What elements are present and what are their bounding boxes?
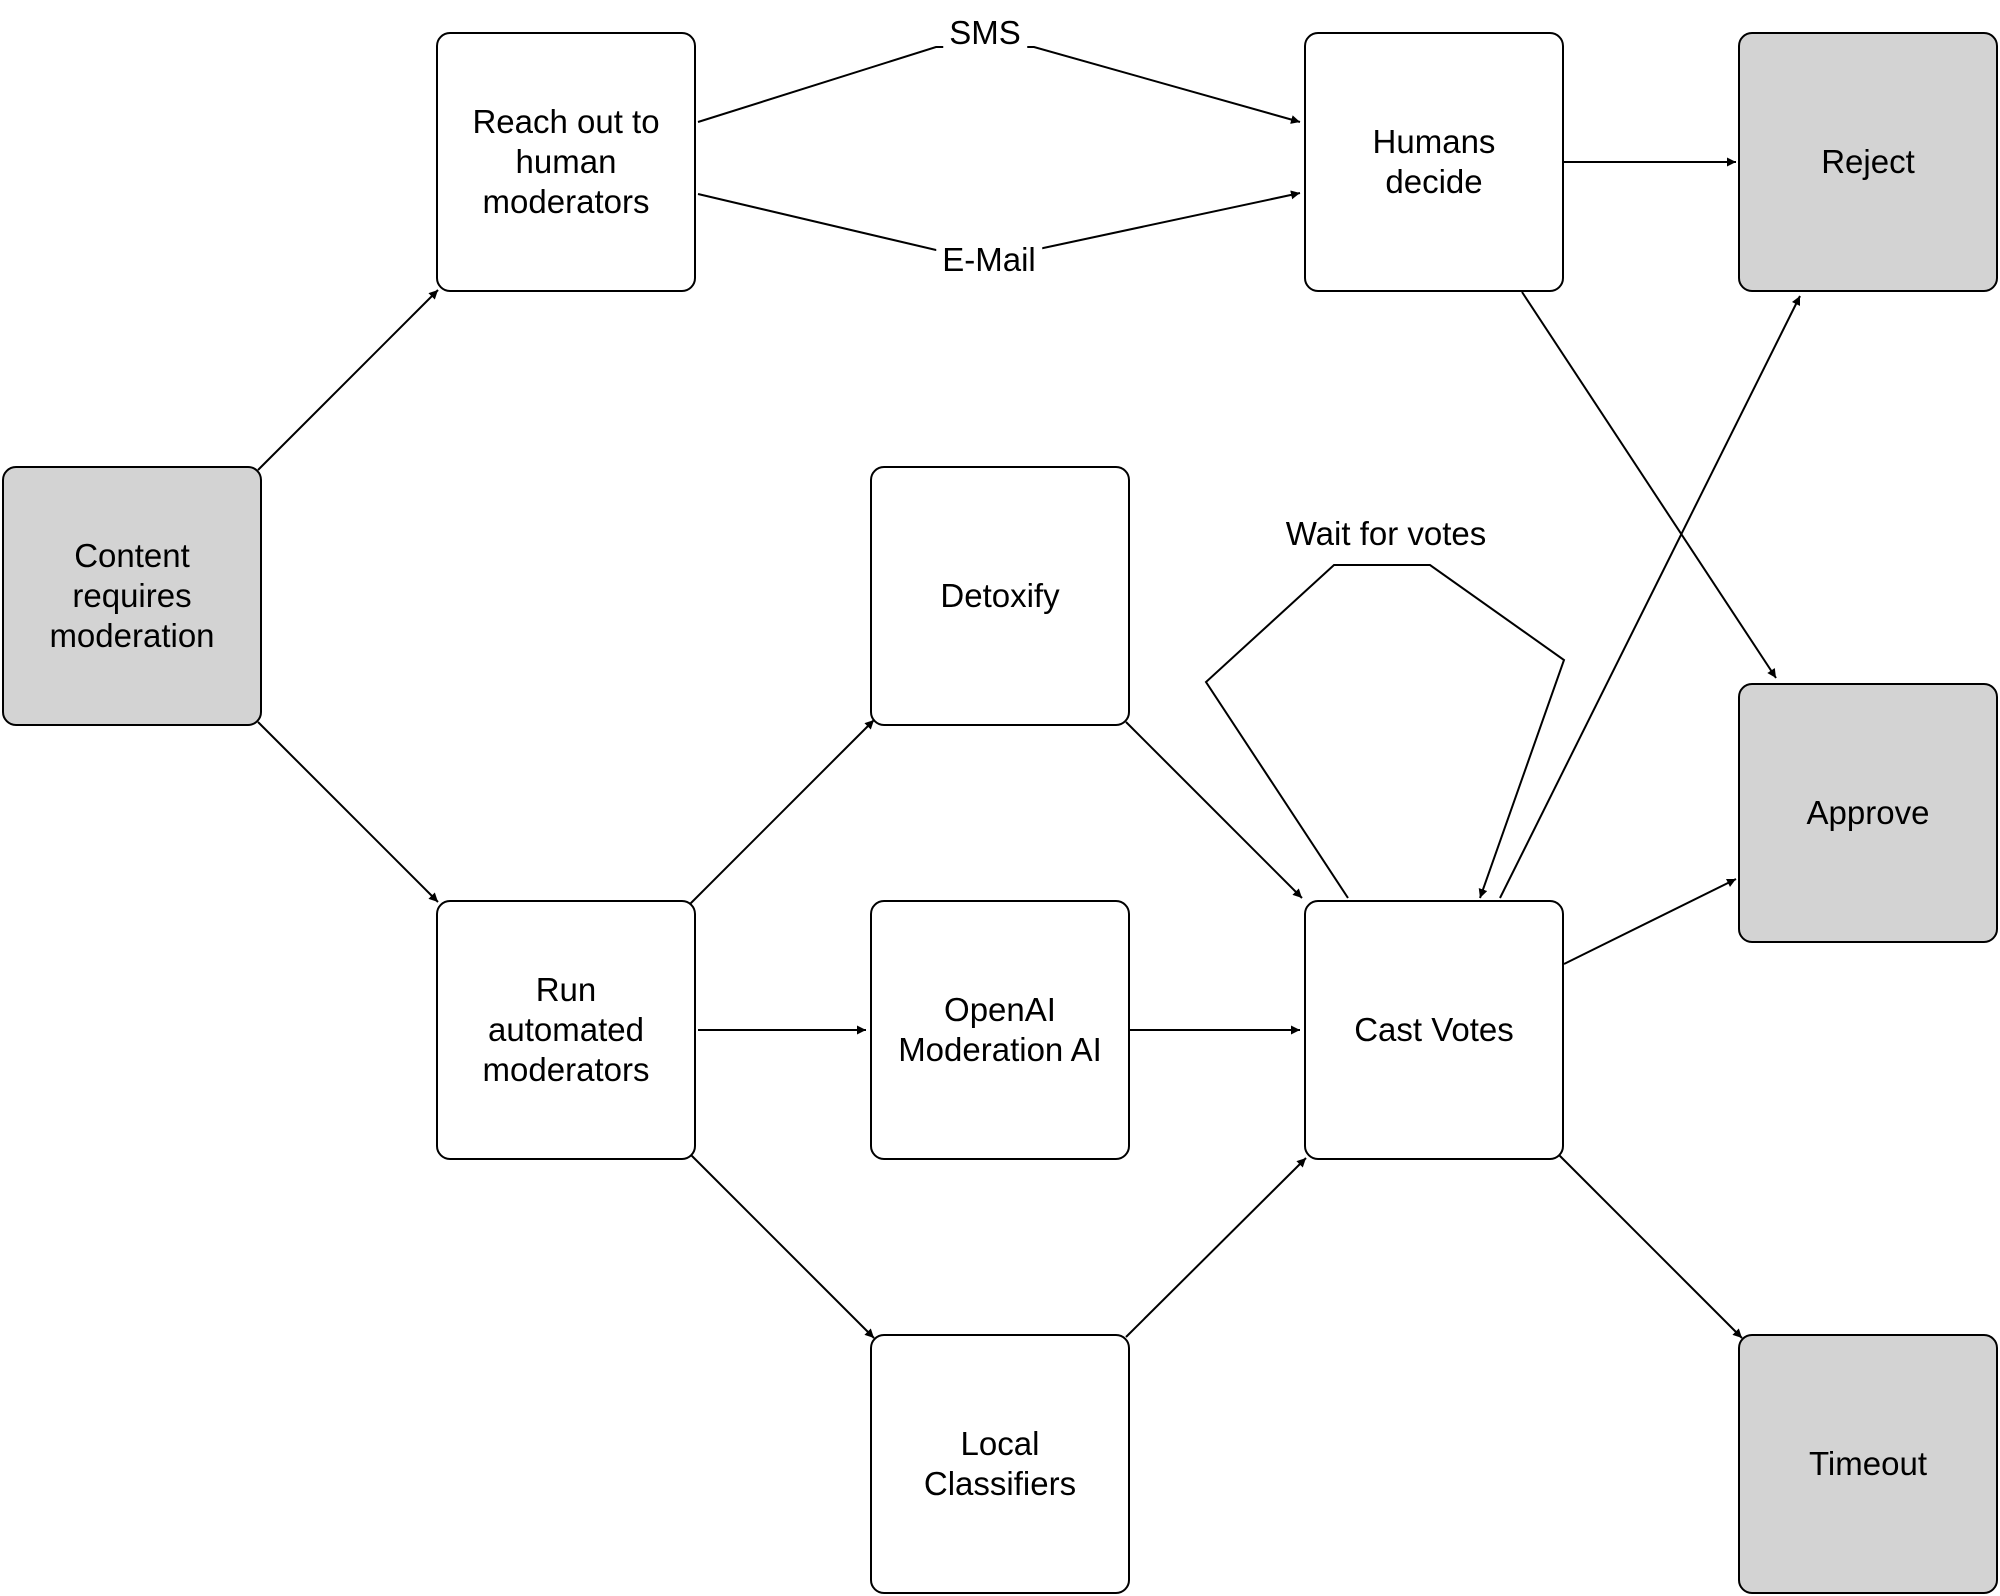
node-label: Run automated moderators <box>482 971 650 1088</box>
edge-label-sms: SMS <box>943 13 1027 53</box>
node-run-automated-moderators: Run automated moderators <box>436 900 696 1160</box>
node-label: OpenAI Moderation AI <box>898 991 1102 1068</box>
node-humans-decide: Humans decide <box>1304 32 1564 292</box>
edge-sms <box>697 46 1301 124</box>
node-label: Cast Votes <box>1354 1011 1514 1048</box>
edge-run-to-local <box>689 1153 875 1339</box>
node-local-classifiers: Local Classifiers <box>870 1334 1130 1594</box>
edge-cast-to-reject <box>1499 295 1801 899</box>
edge-cast-to-timeout <box>1557 1153 1743 1339</box>
node-label: Content requires moderation <box>49 537 215 654</box>
node-cast-votes: Cast Votes <box>1304 900 1564 1160</box>
edge-wait-for-votes <box>1204 564 1566 899</box>
node-label: Detoxify <box>940 577 1060 614</box>
node-label: Approve <box>1806 794 1930 831</box>
node-detoxify: Detoxify <box>870 466 1130 726</box>
edge-run-to-detoxify <box>689 719 875 905</box>
node-timeout: Timeout <box>1738 1334 1998 1594</box>
node-label: Local Classifiers <box>923 1425 1077 1502</box>
node-reach-out-to-human-moderators: Reach out to human moderators <box>436 32 696 292</box>
node-label: Timeout <box>1809 1445 1927 1482</box>
node-label: Reach out to human moderators <box>472 103 660 220</box>
node-reject: Reject <box>1738 32 1998 292</box>
edge-content-to-reach-out <box>257 289 439 471</box>
edge-local-to-cast <box>1125 1157 1307 1338</box>
edge-cast-to-approve <box>1563 878 1737 965</box>
node-label: Reject <box>1821 143 1915 180</box>
edge-humans-to-approve <box>1521 291 1777 679</box>
node-label: Humans decide <box>1372 123 1496 200</box>
node-openai-moderation-ai: OpenAI Moderation AI <box>870 900 1130 1160</box>
edge-content-to-run-automated <box>257 721 439 903</box>
node-approve: Approve <box>1738 683 1998 943</box>
edge-label-wait-for-votes: Wait for votes <box>1279 514 1493 554</box>
edge-label-email: E-Mail <box>936 240 1042 280</box>
node-content-requires-moderation: Content requires moderation <box>2 466 262 726</box>
edge-detoxify-to-cast <box>1125 721 1303 899</box>
